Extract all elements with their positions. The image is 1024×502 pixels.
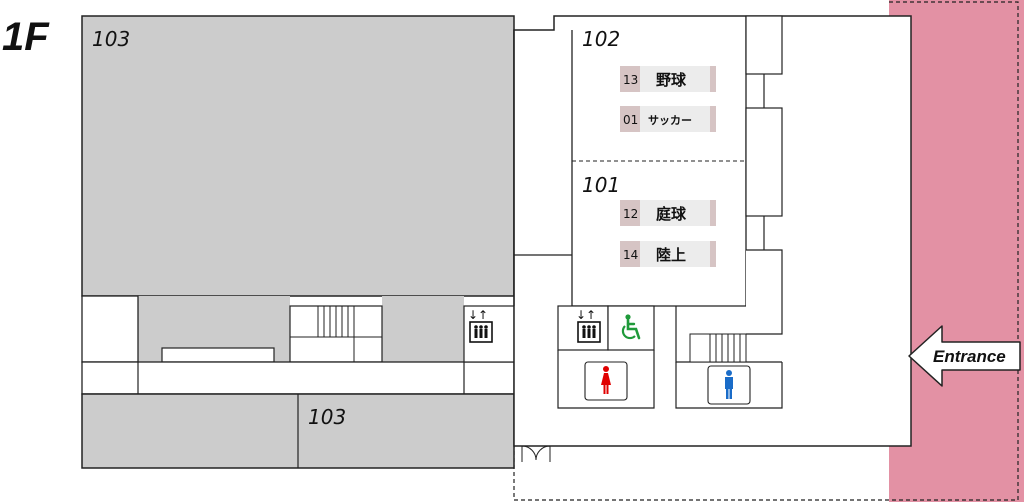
room-101-label: 101 [582, 173, 620, 197]
club-tag-name: サッカー [648, 114, 692, 127]
female-restroom-icon [601, 366, 611, 394]
room-103-bottom-label: 103 [308, 405, 346, 429]
small-room-left [81, 295, 139, 363]
club-tag[interactable]: 14 陸上 [620, 241, 716, 267]
room-102-label: 102 [582, 27, 620, 51]
club-tag-code: 01 [623, 113, 638, 127]
pillar [745, 15, 783, 75]
pillar [745, 107, 783, 217]
pillar [746, 249, 783, 335]
entrance-arrow-icon[interactable]: Entrance [908, 325, 1021, 387]
staircase-right [689, 333, 747, 363]
club-tag-name: 野球 [656, 71, 687, 89]
room-101[interactable] [572, 161, 746, 306]
door-swing [521, 445, 551, 462]
elevator-icon: ↓↑ [468, 308, 493, 343]
club-tag[interactable]: 13 野球 [620, 66, 716, 92]
wheelchair-icon [621, 314, 641, 340]
club-tag-name: 陸上 [656, 246, 686, 264]
room-102[interactable] [572, 30, 746, 161]
wall-block-mid [382, 296, 464, 362]
entrance-label: Entrance [933, 347, 1006, 366]
room-103-top-label: 103 [92, 27, 130, 51]
floor-label: 1F [2, 15, 50, 59]
small-room-counter [161, 347, 275, 363]
club-tag-name: 庭球 [656, 205, 687, 223]
club-tag-code: 14 [623, 248, 638, 262]
club-tag[interactable]: 01 サッカー [620, 106, 716, 132]
elevator-icon: ↓↑ [576, 308, 601, 343]
svg-text:↓↑: ↓↑ [468, 308, 488, 322]
club-tag-code: 13 [623, 73, 638, 87]
svg-text:↓↑: ↓↑ [576, 308, 596, 322]
corridor-left [81, 361, 515, 395]
room-103-top[interactable] [81, 15, 515, 297]
male-restroom-icon [725, 370, 733, 399]
site-boundary [513, 1, 1019, 501]
club-tag-code: 12 [623, 207, 638, 221]
club-tag[interactable]: 12 庭球 [620, 200, 716, 226]
